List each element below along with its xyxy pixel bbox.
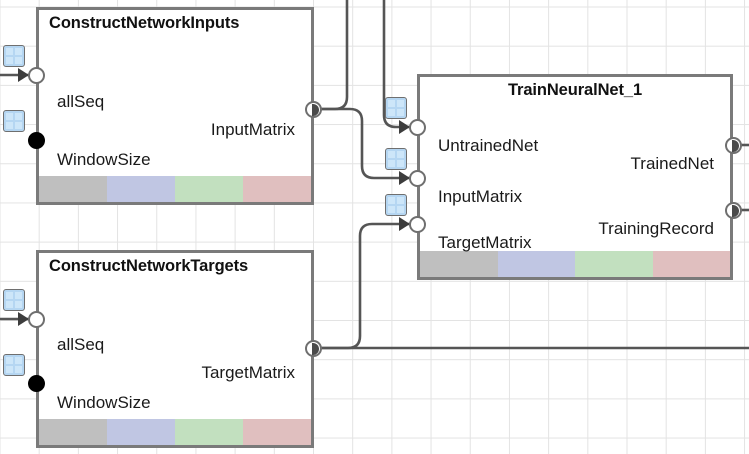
matrix-icon — [385, 148, 407, 170]
node-title: ConstructNetworkInputs — [49, 14, 240, 32]
node-status-bar — [39, 419, 311, 445]
node-status-bar — [39, 176, 311, 202]
matrix-icon — [3, 354, 25, 376]
port-label-allseq: allSeq — [57, 335, 105, 354]
status-segment-green — [175, 176, 243, 202]
matrix-icon — [3, 45, 25, 67]
node-status-bar — [420, 251, 730, 277]
node-title: ConstructNetworkTargets — [49, 257, 249, 275]
status-segment-pink — [652, 251, 730, 277]
port-label-targetmatrix: TargetMatrix — [201, 363, 295, 382]
status-segment-blue — [497, 251, 575, 277]
output-port-targetmatrix[interactable] — [305, 340, 322, 357]
node-train-neural-net-1[interactable]: TrainNeuralNet_1 UntrainedNet InputMatri… — [417, 74, 733, 280]
status-segment-green — [575, 251, 653, 277]
input-port-windowsize[interactable] — [28, 375, 45, 392]
port-label-trainingrecord: TrainingRecord — [598, 219, 714, 238]
status-segment-pink — [243, 176, 311, 202]
status-segment-pink — [243, 419, 311, 445]
output-port-trainednet[interactable] — [725, 137, 742, 154]
output-port-inputmatrix[interactable] — [305, 101, 322, 118]
matrix-icon — [385, 194, 407, 216]
output-port-trainingrecord[interactable] — [725, 202, 742, 219]
status-segment-green — [175, 419, 243, 445]
input-port-targetmatrix[interactable] — [409, 216, 426, 233]
arrow-in-icon — [399, 217, 410, 231]
input-port-allseq[interactable] — [28, 67, 45, 84]
matrix-icon — [3, 110, 25, 132]
node-title: TrainNeuralNet_1 — [507, 81, 643, 99]
input-port-inputmatrix[interactable] — [409, 170, 426, 187]
arrow-in-icon — [399, 171, 410, 185]
arrow-in-icon — [18, 68, 29, 82]
status-segment-blue — [107, 419, 175, 445]
arrow-in-icon — [399, 120, 410, 134]
wire-targetmatrix-to-trainnet — [313, 222, 415, 350]
arrow-in-icon — [18, 312, 29, 326]
status-segment-gray — [39, 176, 107, 202]
port-label-windowsize: WindowSize — [57, 393, 151, 412]
port-label-trainednet: TrainedNet — [630, 154, 714, 173]
wire-inputmatrix-to-top — [313, 0, 349, 111]
input-port-allseq[interactable] — [28, 311, 45, 328]
input-port-windowsize[interactable] — [28, 132, 45, 149]
port-label-targetmatrix: TargetMatrix — [438, 233, 532, 252]
port-label-inputmatrix: InputMatrix — [438, 187, 523, 206]
node-body: UntrainedNet InputMatrix TargetMatrix Tr… — [420, 100, 730, 251]
port-label-allseq: allSeq — [57, 92, 105, 111]
port-label-windowsize: WindowSize — [57, 150, 151, 169]
status-segment-blue — [107, 176, 175, 202]
node-construct-network-inputs[interactable]: ConstructNetworkInputs allSeq WindowSize… — [36, 7, 314, 205]
matrix-icon — [3, 289, 25, 311]
status-segment-gray — [39, 419, 107, 445]
node-body: allSeq WindowSize InputMatrix — [39, 33, 311, 176]
node-body: allSeq WindowSize TargetMatrix — [39, 276, 311, 419]
input-port-untrainednet[interactable] — [409, 119, 426, 136]
port-label-inputmatrix: InputMatrix — [210, 120, 295, 139]
matrix-icon — [385, 97, 407, 119]
port-label-untrainednet: UntrainedNet — [438, 136, 539, 155]
node-construct-network-targets[interactable]: ConstructNetworkTargets allSeq WindowSiz… — [36, 250, 314, 448]
status-segment-gray — [420, 251, 498, 277]
